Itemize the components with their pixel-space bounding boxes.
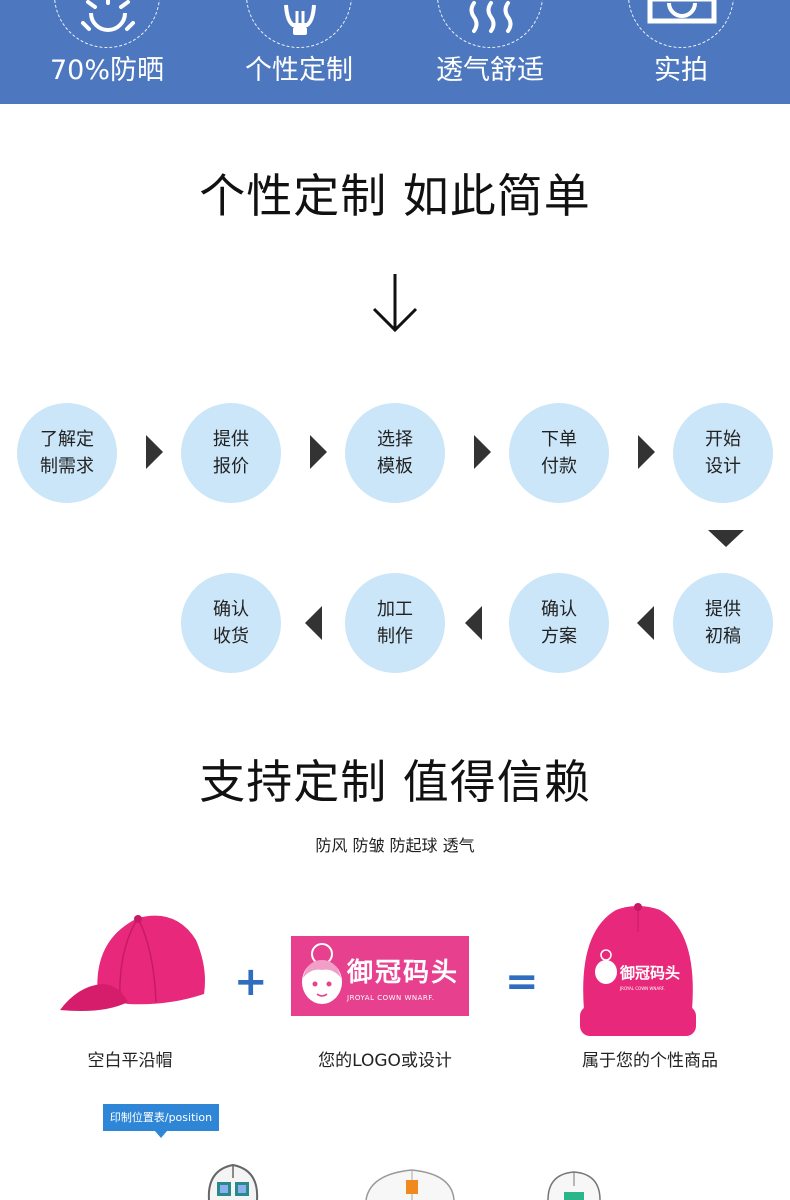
step-label: 制需求 xyxy=(40,456,94,477)
step-label: 设计 xyxy=(705,456,741,477)
step-quote: 提供 报价 xyxy=(181,403,281,503)
logo-design-caption: 您的LOGO或设计 xyxy=(318,1051,452,1071)
arrow-left-icon xyxy=(465,606,482,640)
arrow-right-icon xyxy=(474,435,491,469)
arrow-left-icon xyxy=(637,606,654,640)
arrow-right-icon xyxy=(146,435,163,469)
arrow-down-icon xyxy=(708,530,744,547)
cap-back-diagram xyxy=(547,1171,601,1200)
feature-sun-protection: 70%防晒 xyxy=(12,0,202,104)
cartoon-girl-icon xyxy=(302,943,342,1004)
logo-design-image: 御冠码头 JROYAL COWN WNARF. xyxy=(291,936,469,1016)
step-production: 加工 制作 xyxy=(345,573,445,673)
cap-logo-sub: JROYAL COWN WNARF. xyxy=(620,986,665,991)
trust-title: 支持定制 值得信赖 xyxy=(199,755,591,809)
blank-cap-image xyxy=(60,915,205,1011)
step-label: 了解定 xyxy=(40,429,94,450)
step-label: 加工 xyxy=(377,599,413,620)
arrow-left-icon xyxy=(305,606,322,640)
step-label: 报价 xyxy=(213,456,249,477)
process-title: 个性定制 如此简单 xyxy=(199,169,591,223)
step-order-pay: 下单 付款 xyxy=(509,403,609,503)
step-label: 提供 xyxy=(213,429,249,450)
plus-symbol: + xyxy=(234,959,268,1005)
feature-real-photo: 实拍 xyxy=(586,0,776,104)
step-label: 下单 xyxy=(541,429,577,450)
airflow-icon xyxy=(437,0,543,48)
position-tag: 印制位置表/position xyxy=(103,1104,219,1138)
feature-breathable: 透气舒适 xyxy=(395,0,585,104)
step-label: 开始 xyxy=(705,429,741,450)
logo-sub-text: JROYAL COWN WNARF. xyxy=(347,994,435,1002)
step-label: 确认 xyxy=(541,599,577,620)
feature-label: 个性定制 xyxy=(245,55,353,86)
custom-product-caption: 属于您的个性商品 xyxy=(582,1051,718,1071)
trust-subtitle: 防风 防皱 防起球 透气 xyxy=(315,836,475,855)
cap-front-diagram xyxy=(207,1163,259,1200)
step-label: 方案 xyxy=(541,626,577,647)
step-label: 收货 xyxy=(213,626,249,647)
step-label: 提供 xyxy=(705,599,741,620)
feature-label: 实拍 xyxy=(654,55,708,86)
arrow-right-icon xyxy=(638,435,655,469)
step-confirm-receipt: 确认 收货 xyxy=(181,573,281,673)
step-choose-template: 选择 模板 xyxy=(345,403,445,503)
step-label: 确认 xyxy=(213,599,249,620)
feature-label: 70%防晒 xyxy=(49,55,164,86)
equals-symbol: = xyxy=(505,959,539,1005)
cap-side-diagram xyxy=(365,1169,455,1200)
feature-label: 透气舒适 xyxy=(436,55,544,86)
logo-brand-text: 御冠码头 xyxy=(347,958,460,988)
lightbulb-icon xyxy=(246,0,352,48)
cap-logo-brand: 御冠码头 xyxy=(620,964,681,982)
feature-band: 70%防晒 个性定制 透气舒适 实 xyxy=(0,0,790,104)
camera-icon xyxy=(628,0,734,48)
step-label: 模板 xyxy=(377,456,413,477)
step-confirm-plan: 确认 方案 xyxy=(509,573,609,673)
step-understand-needs: 了解定 制需求 xyxy=(17,403,117,503)
blank-cap-caption: 空白平沿帽 xyxy=(87,1051,173,1071)
arrow-right-icon xyxy=(310,435,327,469)
sun-icon xyxy=(54,0,160,48)
custom-cap-image xyxy=(580,903,696,1036)
step-label: 制作 xyxy=(377,626,413,647)
step-first-draft: 提供 初稿 xyxy=(673,573,773,673)
cap-cartoon-girl-icon xyxy=(595,949,617,984)
step-start-design: 开始 设计 xyxy=(673,403,773,503)
arrow-down-icon xyxy=(372,274,418,333)
step-label: 选择 xyxy=(377,429,413,450)
feature-customization: 个性定制 xyxy=(204,0,394,104)
step-label: 付款 xyxy=(541,456,577,477)
step-label: 初稿 xyxy=(705,626,741,647)
